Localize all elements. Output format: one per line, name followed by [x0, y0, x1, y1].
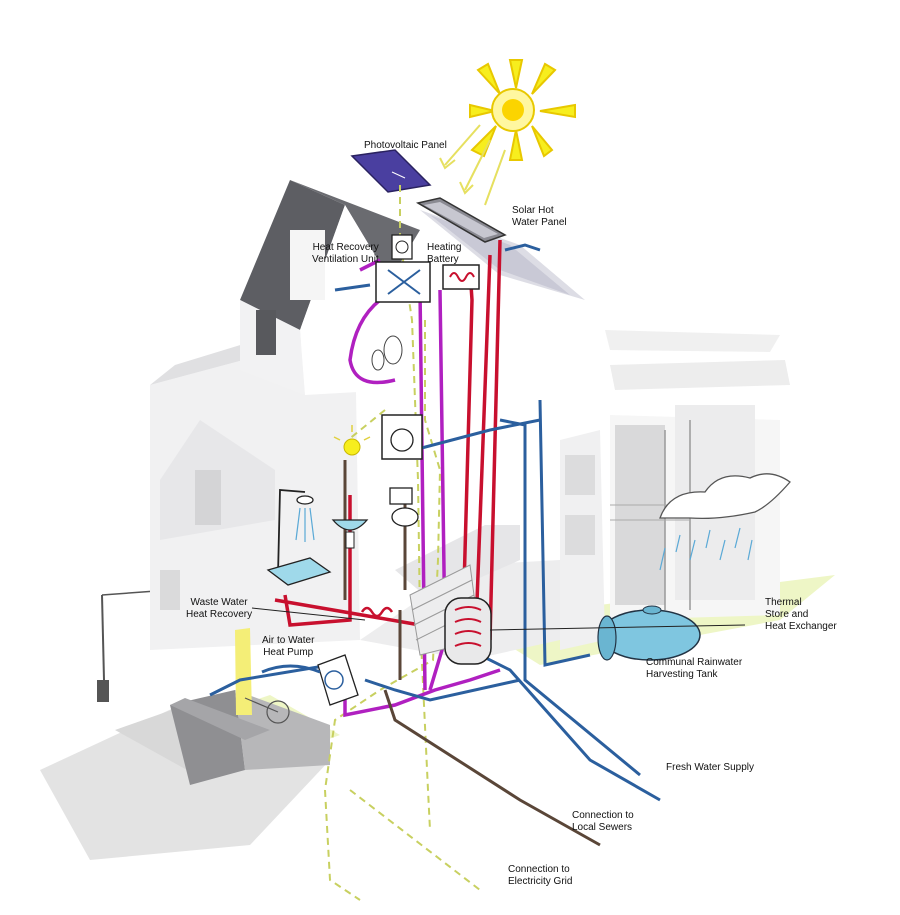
label-solar-hot-water-panel: Solar Hot Water Panel: [512, 205, 567, 228]
heating-battery: [442, 264, 480, 290]
wash-basin-icon: [331, 519, 369, 549]
label-waste-water-heat-recovery: Waste Water Heat Recovery: [186, 597, 253, 620]
waste-water-heat-recovery-coil: [360, 606, 394, 618]
label-communal-rainwater-tank: Communal Rainwater Harvesting Tank: [646, 657, 743, 680]
light-bulb-icon: [333, 425, 371, 456]
fresh-water-pipes: [209, 243, 661, 802]
sun-rays: [439, 124, 506, 206]
heat-recovery-ventilation-unit: [375, 234, 431, 303]
label-photovoltaic-panel: Photovoltaic Panel: [364, 140, 447, 151]
photovoltaic-panel: [350, 149, 432, 193]
upper-house: [240, 180, 585, 395]
rainwater-harvesting-tank: [597, 605, 701, 661]
toilet-icon: [389, 487, 419, 527]
label-leader-lines: [251, 607, 746, 631]
label-heat-recovery-ventilation-unit: Heat Recovery Ventilation Unit: [312, 242, 379, 265]
thermal-store-tank: [444, 597, 492, 665]
label-air-to-water-heat-pump: Air to Water Heat Pump: [262, 635, 315, 658]
bicycle-icon: [244, 697, 290, 724]
person-figure: [371, 335, 403, 371]
label-connection-local-sewers: Connection to Local Sewers: [572, 810, 634, 833]
label-fresh-water-supply: Fresh Water Supply: [666, 762, 754, 773]
rain-cloud-icon: [659, 473, 791, 571]
label-thermal-store: Thermal Store and Heat Exchanger: [765, 597, 837, 632]
washing-machine-icon: [381, 414, 423, 460]
shower-icon: [266, 489, 332, 586]
garden-wall: [170, 690, 330, 785]
waste-pipes: [343, 460, 601, 847]
air-to-water-heat-pump: [261, 654, 359, 706]
street-lamp: [97, 589, 171, 702]
label-heating-battery: Heating Battery: [427, 242, 462, 265]
sun-icon: [469, 59, 576, 161]
solar-hot-water-panel: [415, 197, 507, 243]
label-connection-electricity-grid: Connection to Electricity Grid: [508, 864, 573, 887]
